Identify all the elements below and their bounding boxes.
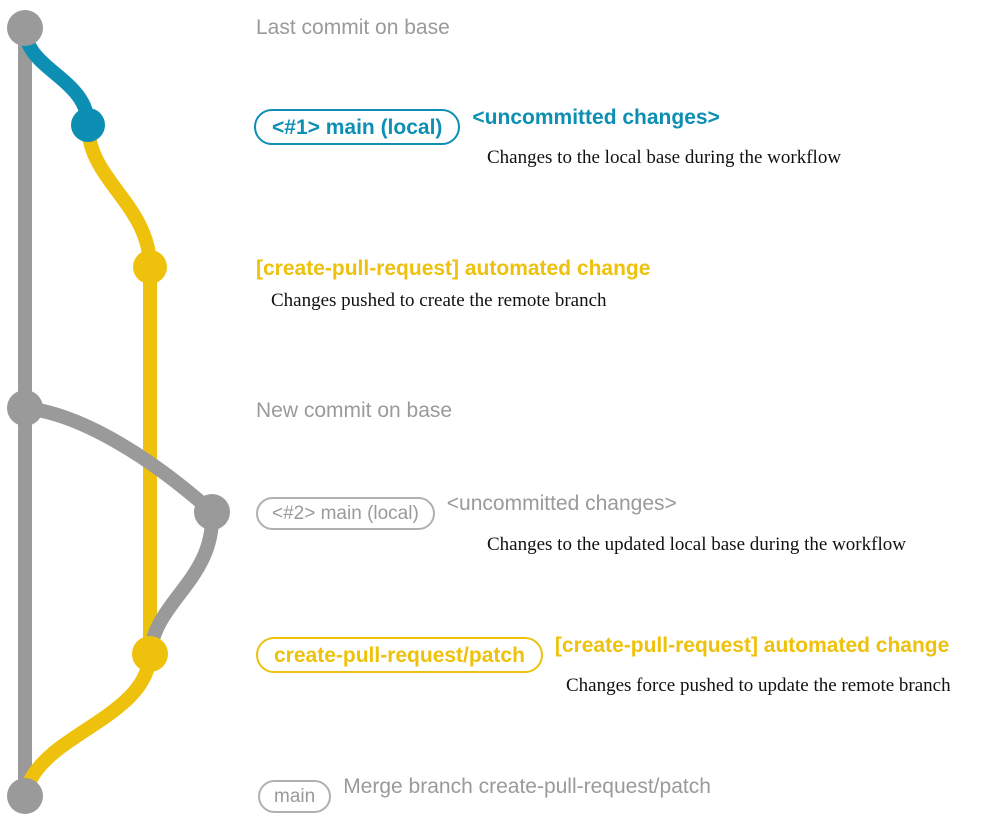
commit-node-local-1[interactable] [71,108,105,142]
lane-blue-branch [18,21,95,132]
branch-badge-local-main-2[interactable]: <#2> main (local) [256,497,435,530]
commit-node-patch-1[interactable] [133,250,167,284]
row-automated-change-2: create-pull-request/patch [create-pull-r… [256,633,950,673]
commit-subject-merge: Merge branch create-pull-request/patch [343,775,711,798]
commit-node-local-2[interactable] [194,494,230,530]
commit-subject-local-main-1: <uncommitted changes> [472,105,720,129]
branch-badge-create-pull-request-patch[interactable]: create-pull-request/patch [256,637,543,673]
row-local-main-2: <#2> main (local) <uncommitted changes> [256,493,677,530]
commit-subject-local-main-2: <uncommitted changes> [446,492,677,515]
heading-last-commit-on-base: Last commit on base [256,16,450,39]
commit-subject-automated-change-2: [create-pull-request] automated change [554,633,950,657]
commit-description-automated-change-2: Changes force pushed to update the remot… [566,675,951,696]
commit-description-local-main-2: Changes to the updated local base during… [487,534,906,555]
row-local-main-1: <#1> main (local) <uncommitted changes> [254,105,720,145]
lane-gray-to-patch2 [143,505,220,661]
commit-node-patch-2[interactable] [132,636,168,672]
commit-description-automated-change-1: Changes pushed to create the remote bran… [271,290,607,311]
row-automated-change-1: [create-pull-request] automated change [256,258,650,279]
commit-description-local-main-1: Changes to the local base during the wor… [487,147,842,168]
lane-gray-to-local2 [18,401,219,519]
row-merge-commit: main Merge branch create-pull-request/pa… [258,776,711,813]
lane-yellow-merge [18,647,157,803]
heading-new-commit-on-base: New commit on base [256,399,453,422]
commit-node-merge[interactable] [7,778,43,814]
lane-yellow-upper [81,118,157,274]
commit-node-base-new[interactable] [7,390,43,426]
branch-badge-main[interactable]: main [258,780,332,813]
branch-badge-local-main-1[interactable]: <#1> main (local) [254,109,461,145]
commit-node-base-top[interactable] [7,10,43,46]
commit-subject-automated-change-1: [create-pull-request] automated change [256,257,651,280]
